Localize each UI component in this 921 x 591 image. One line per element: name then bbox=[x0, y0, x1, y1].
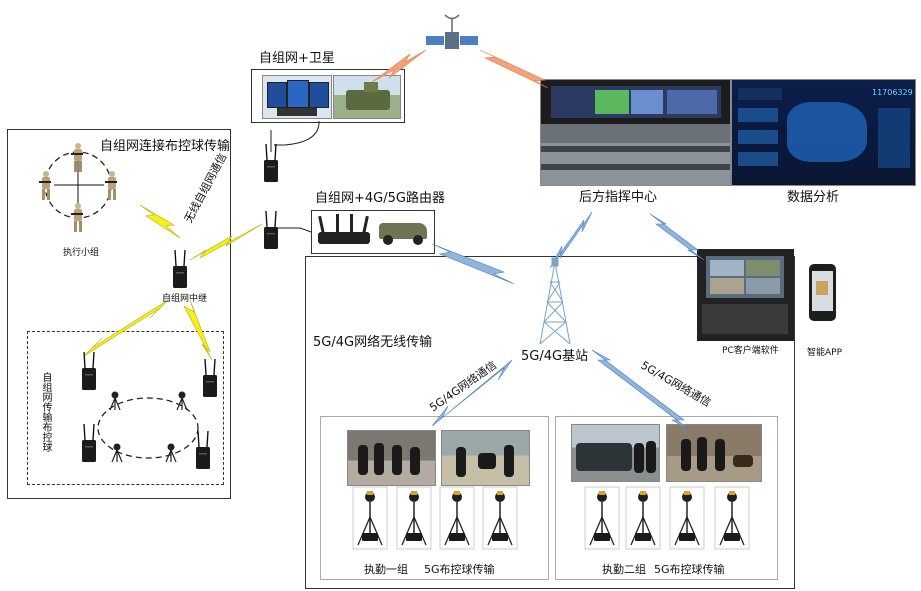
ad-hoc-router-label: 自组网+4G/5G路由器 bbox=[315, 191, 445, 206]
radio-device-icon bbox=[81, 351, 97, 391]
tower-icon bbox=[539, 257, 571, 345]
radio-device-icon bbox=[202, 358, 218, 398]
tripod-camera-icon bbox=[109, 390, 121, 411]
phone-icon bbox=[809, 264, 836, 321]
radio-device-icon bbox=[195, 430, 211, 470]
soldier-icon bbox=[71, 143, 83, 172]
tripod-camera-icon bbox=[352, 486, 388, 550]
team2-label-b: 5G布控球传输 bbox=[654, 563, 725, 576]
lightning-tower-team2 bbox=[591, 349, 691, 431]
relay-radio-icon bbox=[172, 249, 188, 289]
soldier-icon bbox=[39, 171, 51, 200]
lightning-center-tower bbox=[549, 211, 593, 269]
team1-label-b: 5G布控球传输 bbox=[424, 563, 495, 576]
network-5g-label: 5G/4G网络无线传输 bbox=[313, 335, 433, 350]
ad-hoc-satellite-label: 自组网+卫星 bbox=[259, 51, 335, 66]
tripod-camera-icon bbox=[482, 486, 518, 550]
router-photo bbox=[316, 214, 372, 248]
military-vehicle-photo bbox=[377, 215, 429, 247]
team2-photo-b bbox=[666, 424, 762, 482]
team1-label-a: 执勤一组 bbox=[364, 563, 408, 576]
pc-client-laptop bbox=[697, 249, 794, 341]
data-analysis-dashboard: 11706329 bbox=[731, 79, 916, 186]
lightning-satellite-left bbox=[371, 49, 427, 83]
lightning-team-relay bbox=[139, 204, 181, 239]
team1-photo-b bbox=[441, 430, 530, 486]
ad-hoc-deploy-vertical-label: 自组网传输布控球 bbox=[40, 372, 51, 452]
satellite-icon bbox=[426, 14, 478, 49]
satellite-vehicle-photo bbox=[333, 75, 401, 119]
tripod-camera-icon bbox=[625, 486, 661, 550]
radio-device-icon bbox=[81, 423, 97, 463]
ad-hoc-deploy-dashed-box bbox=[27, 331, 224, 485]
base-station-label: 5G/4G基站 bbox=[521, 349, 589, 364]
team1-photo-a bbox=[347, 430, 436, 486]
field-laptop-photo bbox=[262, 75, 332, 119]
lightning-satellite-right bbox=[479, 49, 549, 89]
command-center-label: 后方指挥中心 bbox=[579, 190, 658, 205]
lightning-router-tower bbox=[431, 243, 515, 285]
lightning-relay-left bbox=[83, 299, 169, 357]
pc-client-label: PC客户端软件 bbox=[722, 346, 779, 356]
command-center-photo bbox=[540, 79, 731, 186]
ad-hoc-deploy-label: 自组网连接布控球传输 bbox=[100, 139, 231, 154]
tripod-camera-icon bbox=[396, 486, 432, 550]
tripod-camera-icon bbox=[165, 442, 177, 463]
lightning-relay-radio bbox=[189, 223, 263, 261]
lightning-tower-team1 bbox=[431, 359, 513, 427]
dashboard-counter: 11706329 bbox=[872, 88, 913, 97]
exec-team-label: 执行小组 bbox=[63, 248, 100, 258]
radio-device-icon bbox=[263, 210, 279, 250]
lightning-center-laptop bbox=[649, 213, 705, 261]
smart-app-label: 智能APP bbox=[807, 348, 843, 358]
soldier-icon bbox=[105, 171, 117, 200]
team2-label-a: 执勤二组 bbox=[602, 563, 646, 576]
tripod-camera-icon bbox=[714, 486, 750, 550]
relay-label: 自组网中继 bbox=[162, 294, 208, 304]
tripod-camera-icon bbox=[584, 486, 620, 550]
lightning-relay-right bbox=[183, 299, 213, 361]
team2-photo-a bbox=[571, 424, 660, 482]
tripod-camera-icon bbox=[669, 486, 705, 550]
tripod-camera-icon bbox=[176, 390, 188, 411]
soldier-icon bbox=[71, 203, 83, 232]
tripod-camera-icon bbox=[439, 486, 475, 550]
data-analysis-label: 数据分析 bbox=[787, 190, 840, 205]
